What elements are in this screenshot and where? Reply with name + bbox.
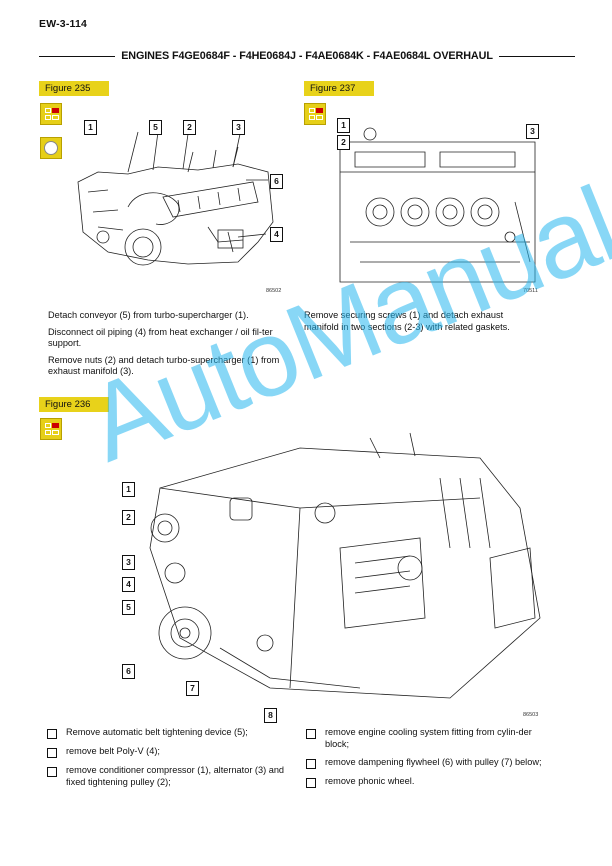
callout-236-7: 7 — [186, 681, 199, 696]
callout-237-3: 3 — [526, 124, 539, 139]
checkbox-icon — [306, 759, 316, 769]
special-tool-icon — [40, 137, 62, 159]
callout-4: 4 — [270, 227, 283, 242]
figure-237-drawing — [339, 127, 536, 283]
bullet-list-right: remove engine cooling system fitting fro… — [306, 727, 542, 788]
figure-237-number: 70511 — [523, 288, 538, 294]
bullet-list-left: Remove automatic belt tightening device … — [47, 727, 287, 788]
paragraph: Detach conveyor (5) from turbo-superchar… — [48, 310, 249, 320]
procedure-grid-icon — [40, 103, 62, 125]
callout-5: 5 — [149, 120, 162, 135]
paragraph: Disconnect oil piping (4) from heat exch… — [48, 326, 273, 349]
figure-236-number: 86503 — [523, 712, 539, 718]
procedure-grid-icon-236 — [40, 418, 62, 440]
title-rule-right — [498, 55, 576, 57]
callout-237-2: 2 — [337, 135, 350, 150]
checkbox-icon — [306, 729, 316, 739]
callout-2: 2 — [183, 120, 196, 135]
checkbox-icon — [47, 748, 57, 758]
checkbox-icon — [47, 767, 57, 777]
callout-236-5: 5 — [122, 600, 135, 615]
figure-236-drawing — [149, 432, 541, 699]
list-item: Remove automatic belt tightening device … — [47, 727, 287, 739]
title-rule-left — [39, 55, 116, 57]
figure-235-number: 86502 — [266, 288, 282, 294]
list-item: remove dampening flywheel (6) with pulle… — [306, 757, 542, 769]
callout-236-6: 6 — [122, 664, 135, 679]
callout-236-3: 3 — [122, 555, 135, 570]
figure-236-label: Figure 236 — [39, 397, 109, 412]
list-item: remove phonic wheel. — [306, 776, 542, 788]
list-item: remove engine cooling system fitting fro… — [306, 727, 542, 750]
figure-235-label: Figure 235 — [39, 81, 109, 96]
callout-236-1: 1 — [122, 482, 135, 497]
callout-3: 3 — [232, 120, 245, 135]
list-item: remove belt Poly-V (4); — [47, 746, 287, 758]
section-title: ENGINES F4GE0684F - F4HE0684J - F4AE0684… — [121, 50, 493, 62]
figure-237-text: Remove securing screws (1) and detach ex… — [304, 310, 540, 333]
page-code: EW-3-114 — [39, 18, 88, 30]
procedure-grid-icon-237 — [304, 103, 326, 125]
callout-6: 6 — [270, 174, 283, 189]
paragraph: Remove nuts (2) and detach turbo-superch… — [48, 354, 280, 377]
figure-235-drawing — [77, 131, 274, 266]
checkbox-icon — [306, 778, 316, 788]
list-item: remove conditioner compressor (1), alter… — [47, 765, 287, 788]
section-title-row: ENGINES F4GE0684F - F4HE0684J - F4AE0684… — [39, 48, 576, 64]
callout-236-8: 8 — [264, 708, 277, 723]
callout-236-4: 4 — [122, 577, 135, 592]
callout-1: 1 — [84, 120, 97, 135]
paragraph: Remove securing screws (1) and detach ex… — [304, 310, 510, 332]
figure-237-label: Figure 237 — [304, 81, 374, 96]
callout-237-1: 1 — [337, 118, 350, 133]
figure-235-text: Detach conveyor (5) from turbo-superchar… — [48, 310, 288, 378]
checkbox-icon — [47, 729, 57, 739]
callout-236-2: 2 — [122, 510, 135, 525]
